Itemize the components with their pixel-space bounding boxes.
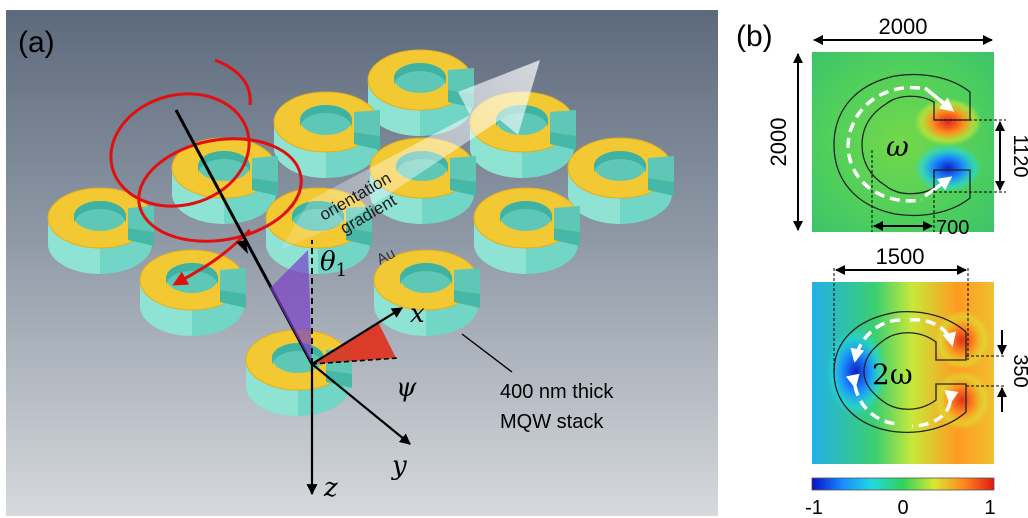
angle-psi-label: ψ <box>396 373 417 403</box>
current-flow-arrow <box>911 389 959 428</box>
panel-a-label: (a) <box>18 26 55 59</box>
split-ring <box>273 91 381 179</box>
axis-y-arrow <box>311 363 411 445</box>
dim-width-label: 2000 <box>879 14 928 39</box>
split-ring <box>171 137 279 225</box>
beam-arrowhead <box>236 240 248 254</box>
split-ring-outline <box>833 73 971 217</box>
current-flow-arrow <box>850 318 901 363</box>
dim-width-label: 1500 <box>876 244 925 269</box>
axis-x-label: x <box>410 299 425 329</box>
dim-gap-label: 1120 <box>1009 134 1028 177</box>
psi-wedge <box>312 322 396 364</box>
axis-x-arrow <box>311 307 403 365</box>
split-ring <box>139 249 247 337</box>
dim-height-label: 2000 <box>766 118 791 167</box>
colorbar-tick-max: 1 <box>984 497 995 518</box>
circular-polarization-helix <box>109 58 303 286</box>
colorbar-tick-mid: 0 <box>897 497 908 518</box>
axis-z-label: z <box>323 473 338 503</box>
angle-theta-label: θ1 <box>320 247 347 281</box>
split-ring <box>245 329 353 417</box>
axis-y-label: y <box>391 451 407 481</box>
orientation-gradient-arrow <box>280 60 540 250</box>
panel-a: orientation gradient x y z ψ θ1 Au <box>6 10 718 516</box>
theta-wedge <box>270 250 312 364</box>
field-map-2omega: 2ω <box>812 282 994 464</box>
split-ring-outline <box>833 310 967 434</box>
colorbar <box>811 477 995 491</box>
dim-arm-label: 700 <box>936 217 969 239</box>
two-omega-label: 2ω <box>872 358 913 391</box>
panel-b-label: (b) <box>736 20 773 53</box>
colorbar-ticks: -1 0 1 <box>805 497 995 518</box>
split-ring <box>473 187 581 275</box>
colorbar-tick-min: -1 <box>805 497 823 518</box>
split-ring <box>567 137 675 225</box>
current-flow-arrow <box>845 373 901 426</box>
current-flow-arrowhead <box>923 86 955 112</box>
psi-reference-line <box>311 357 399 365</box>
stack-label: 400 nm thick MQW stack <box>500 381 619 433</box>
current-flow-arrow <box>846 85 923 203</box>
stack-pointer-line <box>461 333 513 373</box>
material-au-label: Au <box>374 245 398 269</box>
panel-b: (b) ω 2000 2000 1120 700 <box>736 14 1028 518</box>
dim-gap-label: 350 <box>1009 354 1028 387</box>
field-map-omega: ω <box>812 52 994 232</box>
current-flow-arrow <box>909 318 957 347</box>
omega-label: ω <box>886 130 909 163</box>
current-flow-arrowhead <box>923 176 953 198</box>
